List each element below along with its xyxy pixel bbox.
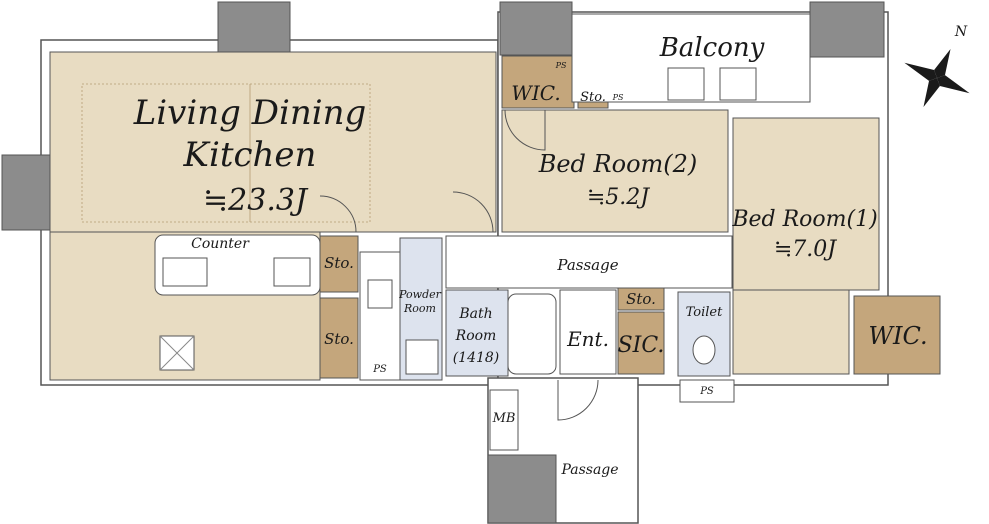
bathtub xyxy=(507,293,557,375)
sic-closet xyxy=(617,311,665,375)
powder-room-label-line2: Room xyxy=(403,302,436,315)
toilet-bowl xyxy=(692,335,716,365)
hall xyxy=(445,235,735,451)
ps-left-label: PS xyxy=(372,364,387,375)
wet-areas xyxy=(359,237,557,381)
balcony-label: Balcony xyxy=(659,33,765,63)
bedroom-2-area xyxy=(501,109,729,233)
bedroom-2-label: Bed Room(2) xyxy=(538,150,698,178)
ldk-door-swing xyxy=(319,195,357,233)
powder-room-label-line1: Powder xyxy=(398,288,442,301)
sto-kitchen-upper-label: Sto. xyxy=(324,254,354,272)
bedroom-1-label: Bed Room(1) xyxy=(731,207,877,232)
entrance-label: Ent. xyxy=(566,327,609,351)
sto-hall-label: Sto. xyxy=(626,290,656,308)
ldk-label-line1: Living Dining xyxy=(133,93,367,133)
counter-label: Counter xyxy=(191,236,250,252)
ps-balcony-label: PS xyxy=(555,61,567,70)
bedroom-1-lower xyxy=(732,289,850,375)
bedroom-1 xyxy=(732,117,941,375)
bath-room-label-line3: (1418) xyxy=(453,350,500,366)
compass-south-point xyxy=(923,78,940,108)
inner-passage xyxy=(445,235,733,289)
pillar-top-mid xyxy=(499,1,573,56)
sto-hall xyxy=(617,287,665,311)
compass-north-label: N xyxy=(954,24,968,40)
compass-east-point xyxy=(937,75,970,94)
inner-passage-label: Passage xyxy=(556,256,618,274)
ldk-size-label: ≒23.3J xyxy=(203,183,309,218)
ps-bottom-label: PS xyxy=(699,386,714,397)
washbasin xyxy=(367,279,393,309)
meter-box-label: MB xyxy=(492,411,516,426)
wic-right-label: WIC. xyxy=(868,322,927,350)
pillar-left xyxy=(1,154,51,231)
labels: Living Dining Kitchen ≒23.3J Bed Room(2)… xyxy=(133,33,928,478)
ps-sto-label: PS xyxy=(612,93,624,102)
wic-top xyxy=(501,55,575,109)
ps-bottom-box xyxy=(679,379,735,403)
pillar-top-left xyxy=(217,1,291,58)
pillar-top-right xyxy=(809,1,885,58)
living-dining-kitchen xyxy=(49,51,497,381)
bedroom-2-size-label: ≒5.2J xyxy=(587,185,650,210)
bedroom-2-door-swing xyxy=(504,109,546,151)
pillar-bottom xyxy=(487,454,557,524)
bath-room-label-line1: Bath xyxy=(458,306,492,322)
washing-machine-pan xyxy=(405,339,439,375)
pillars xyxy=(1,1,885,524)
bedroom-2 xyxy=(452,109,729,233)
bedroom-1-size-label: ≒7.0J xyxy=(774,237,837,262)
washbasin-area xyxy=(359,251,401,381)
ldk-label-line2: Kitchen xyxy=(183,135,317,175)
kitchen-stove xyxy=(273,257,311,287)
toilet-label: Toilet xyxy=(686,305,723,320)
balcony-ac-unit-2 xyxy=(719,67,757,101)
entrance-floor xyxy=(559,289,617,375)
sto-top-label: Sto. xyxy=(580,90,606,105)
bath-room xyxy=(445,289,509,377)
compass-north-point xyxy=(934,48,951,78)
sto-kitchen-lower-label: Sto. xyxy=(324,330,354,348)
sto-kitchen-lower xyxy=(319,297,359,379)
meter-box xyxy=(489,389,519,451)
outer-passage-label: Passage xyxy=(560,462,618,478)
bedroom-1-upper xyxy=(732,117,880,291)
wic-top-label: WIC. xyxy=(511,81,560,105)
ldk-dashed-zone-left xyxy=(81,83,251,223)
bedroom-2-hall-door-swing xyxy=(452,191,494,233)
bath-room-label-line2: Room xyxy=(455,328,497,344)
ldk-dashed-zone-right xyxy=(249,83,371,223)
sic-label: SIC. xyxy=(618,333,665,358)
wic-right xyxy=(853,295,941,375)
balcony-ac-unit-1 xyxy=(667,67,705,101)
kitchen-sink xyxy=(162,257,208,287)
balcony xyxy=(571,13,811,103)
compass-west-point xyxy=(904,62,937,81)
compass: N xyxy=(904,24,970,108)
ldk-vent-cross-2 xyxy=(159,335,195,371)
sto-kitchen-upper xyxy=(319,235,359,293)
entrance-door-swing xyxy=(557,379,599,421)
